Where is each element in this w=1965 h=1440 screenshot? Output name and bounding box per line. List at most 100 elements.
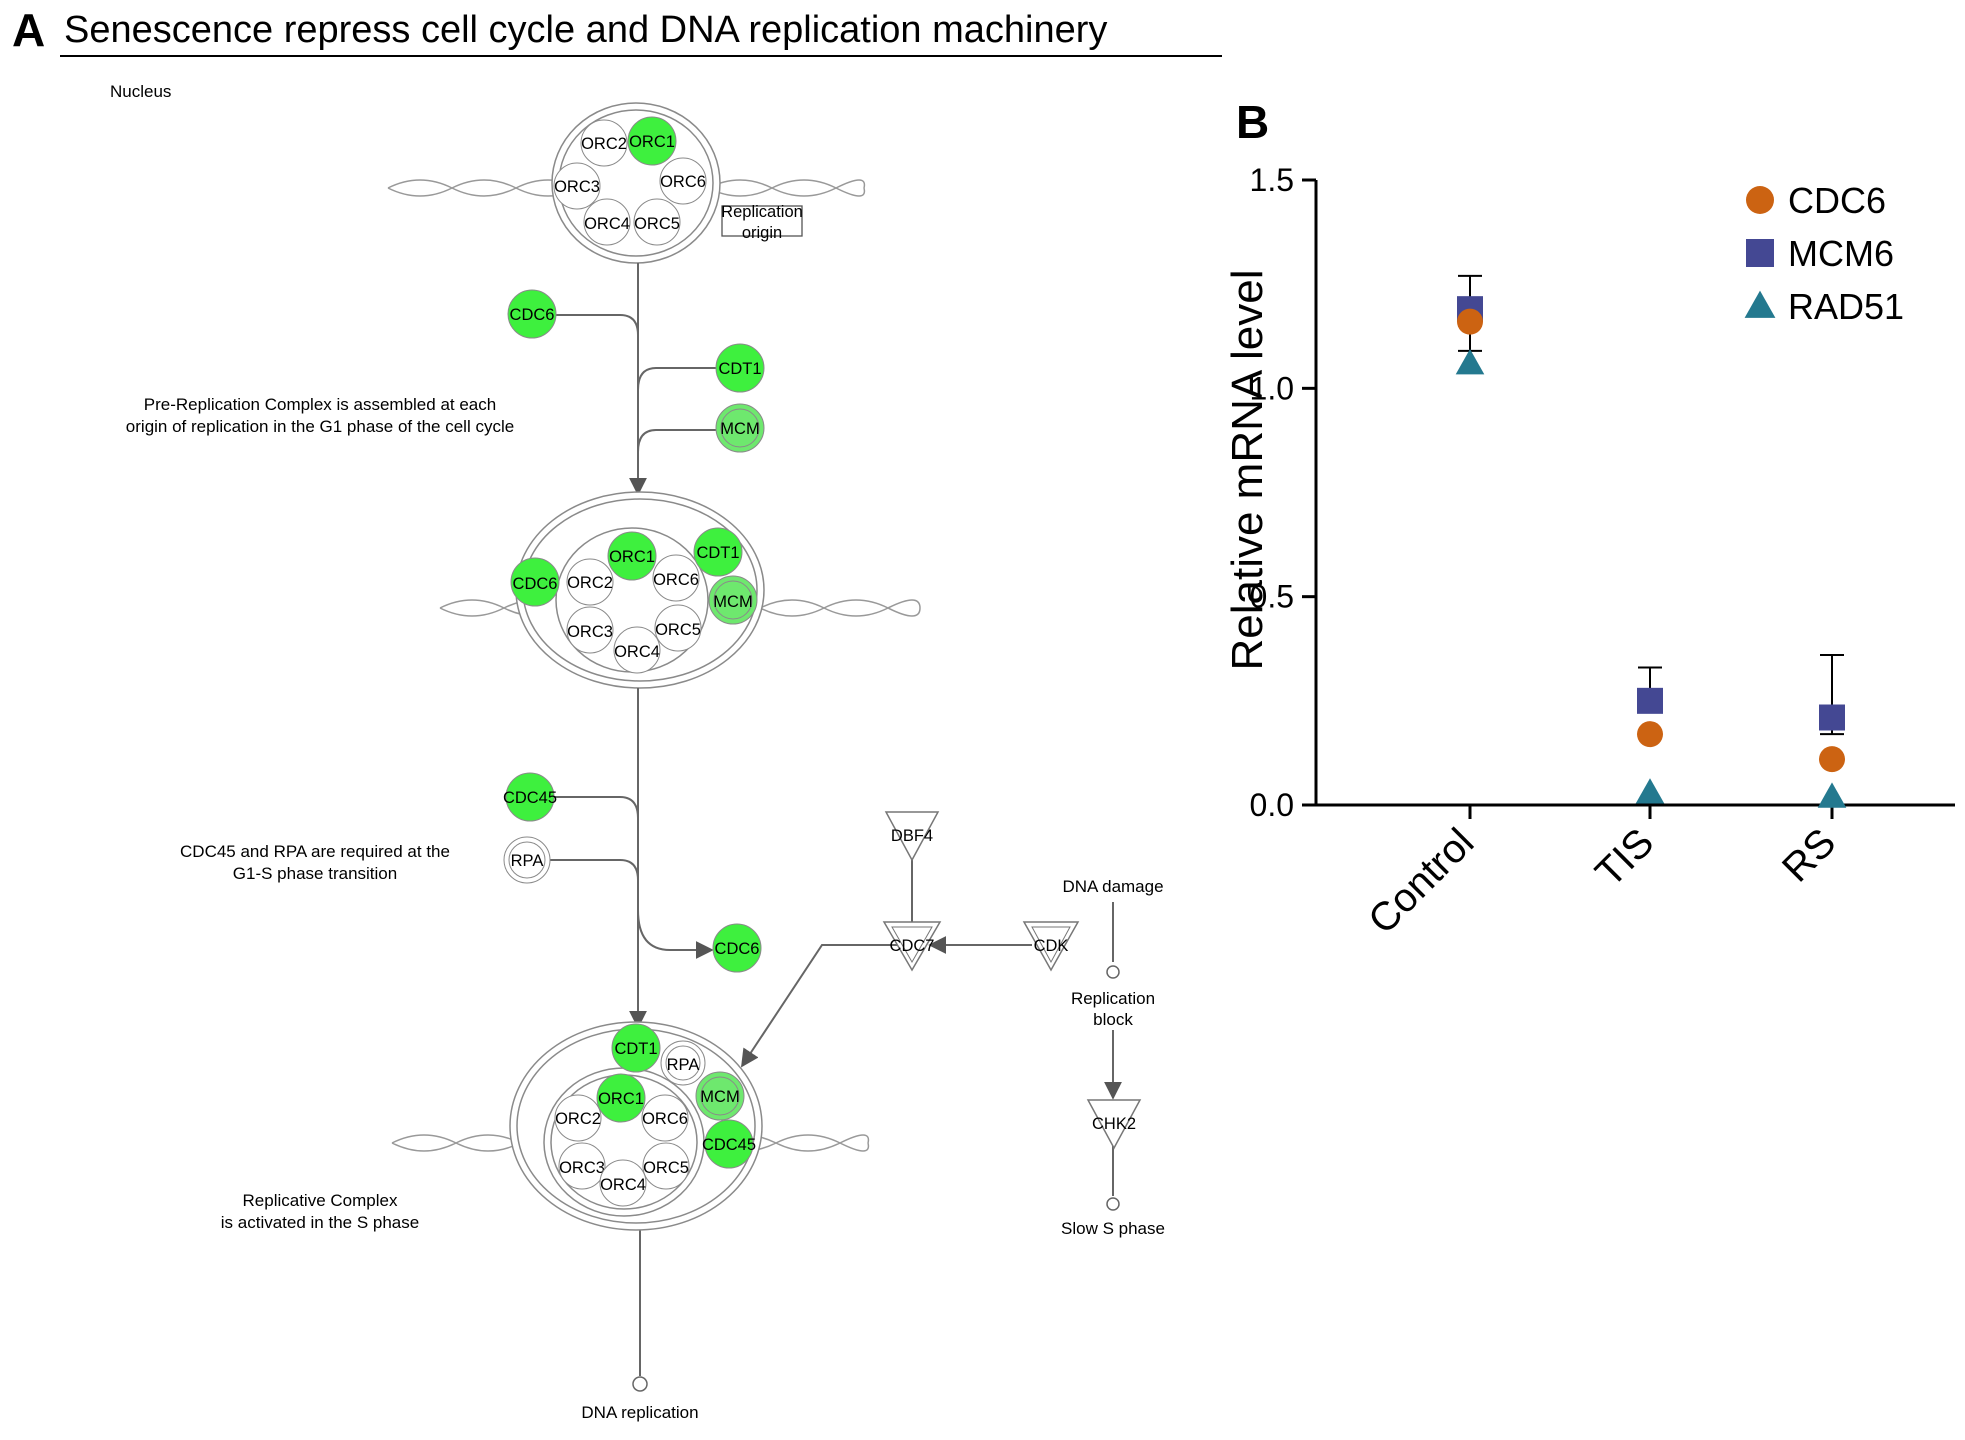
edge-rpa <box>550 859 639 881</box>
svg-text:ORC2: ORC2 <box>567 574 613 592</box>
node-cdc6-2[interactable]: CDC6 <box>510 557 560 607</box>
edge-cdc45 <box>554 796 639 819</box>
node-orc6[interactable]: ORC6 <box>659 157 707 205</box>
node-mcm-2[interactable]: MCM <box>708 575 758 625</box>
node-cdc45-1[interactable]: CDC45 <box>503 772 557 822</box>
node-cdc7[interactable]: CDC7 <box>882 921 942 972</box>
svg-text:ORC3: ORC3 <box>554 178 600 196</box>
edge-to-cdc6 <box>637 909 714 959</box>
node-dbf4[interactable]: DBF4 <box>884 811 940 862</box>
x-tick-label: Control <box>1360 820 1482 942</box>
node-orc4[interactable]: ORC4 <box>583 198 631 246</box>
legend-marker-mcm6 <box>1746 239 1774 267</box>
node-orc4-2[interactable]: ORC4 <box>613 626 661 674</box>
svg-text:ORC3: ORC3 <box>559 1159 605 1177</box>
node-orc6-2[interactable]: ORC6 <box>652 554 700 602</box>
svg-text:origin: origin <box>742 224 782 242</box>
node-cdt1-3[interactable]: CDT1 <box>611 1023 661 1073</box>
dna-replication-endpoint <box>632 1376 648 1392</box>
node-mcm-1[interactable]: MCM <box>715 403 765 453</box>
data-point-cdc6 <box>1457 308 1483 335</box>
panel-a-letter: A <box>12 4 45 56</box>
node-cdc6-1[interactable]: CDC6 <box>507 289 557 339</box>
node-orc5-2[interactable]: ORC5 <box>654 604 702 652</box>
node-orc6-3[interactable]: ORC6 <box>641 1094 689 1142</box>
data-point-cdc6 <box>1819 746 1845 773</box>
node-orc3[interactable]: ORC3 <box>553 162 601 210</box>
y-tick-label: 1.5 <box>1250 162 1294 198</box>
node-orc2-2[interactable]: ORC2 <box>566 558 614 606</box>
node-orc1[interactable]: ORC1 <box>627 116 677 166</box>
edge-mcm <box>637 429 718 453</box>
nucleus-label: Nucleus <box>110 82 171 101</box>
svg-text:ORC2: ORC2 <box>555 1110 601 1128</box>
svg-text:ORC4: ORC4 <box>614 643 660 661</box>
data-point-mcm6 <box>1819 704 1845 731</box>
node-orc1-2[interactable]: ORC1 <box>607 531 657 581</box>
origin-complex: ORC2 ORC1 ORC3 ORC6 ORC4 ORC5 <box>551 102 721 264</box>
replication-block-line1: Replication <box>1071 989 1155 1008</box>
svg-text:ORC5: ORC5 <box>655 621 701 639</box>
svg-text:ORC3: ORC3 <box>567 623 613 641</box>
svg-text:CHK2: CHK2 <box>1092 1115 1136 1133</box>
svg-text:ORC6: ORC6 <box>642 1110 688 1128</box>
node-mcm-3[interactable]: MCM <box>695 1071 745 1121</box>
g1s-text-line1: CDC45 and RPA are required at the <box>180 842 450 861</box>
svg-text:Replication: Replication <box>721 203 803 221</box>
y-tick-label: 0.5 <box>1250 579 1294 615</box>
y-tick-label: 0.0 <box>1250 787 1294 823</box>
node-chk2[interactable]: CHK2 <box>1086 1099 1142 1150</box>
node-orc5[interactable]: ORC5 <box>633 198 681 246</box>
svg-text:CDK: CDK <box>1034 937 1069 955</box>
edge-cdt1 <box>637 367 718 391</box>
svg-text:CDC6: CDC6 <box>513 575 558 593</box>
svg-text:ORC4: ORC4 <box>600 1176 646 1194</box>
slow-s-phase-label: Slow S phase <box>1061 1219 1165 1238</box>
panel-b: B Relative mRNA level 0.00.51.01.5Contro… <box>1223 96 1955 943</box>
svg-text:ORC1: ORC1 <box>598 1090 644 1108</box>
node-orc2-3[interactable]: ORC2 <box>554 1094 602 1142</box>
legend-marker-rad51 <box>1744 290 1776 318</box>
node-orc5-3[interactable]: ORC5 <box>642 1142 690 1190</box>
pre-rc-text-line2: origin of replication in the G1 phase of… <box>126 417 514 436</box>
rep-complex-text-line1: Replicative Complex <box>243 1191 398 1210</box>
dna-damage-label: DNA damage <box>1062 877 1163 896</box>
svg-text:ORC6: ORC6 <box>653 571 699 589</box>
node-rpa-1[interactable]: RPA <box>503 836 551 884</box>
replication-block-line2: block <box>1093 1010 1133 1029</box>
svg-text:DBF4: DBF4 <box>891 827 933 845</box>
edge-cdc7-to-complex <box>741 944 902 1068</box>
node-cdt1-1[interactable]: CDT1 <box>715 343 765 393</box>
node-cdk[interactable]: CDK <box>1022 921 1080 972</box>
svg-text:CDC45: CDC45 <box>702 1136 756 1154</box>
svg-text:RPA: RPA <box>511 852 544 870</box>
node-cdc6-3[interactable]: CDC6 <box>712 923 762 973</box>
svg-text:MCM: MCM <box>713 593 752 611</box>
svg-text:CDT1: CDT1 <box>718 360 761 378</box>
node-orc3-3[interactable]: ORC3 <box>558 1142 606 1190</box>
legend-label-rad51: RAD51 <box>1788 286 1904 327</box>
svg-text:CDC6: CDC6 <box>715 940 760 958</box>
svg-text:CDC7: CDC7 <box>890 937 935 955</box>
dna-damage-endpoint <box>1106 965 1120 979</box>
svg-text:ORC4: ORC4 <box>584 215 630 233</box>
node-cdc45-2[interactable]: CDC45 <box>702 1119 756 1169</box>
svg-text:MCM: MCM <box>720 420 759 438</box>
node-cdt1-2[interactable]: CDT1 <box>693 527 743 577</box>
g1s-text-line2: G1-S phase transition <box>233 864 397 883</box>
panel-b-letter: B <box>1236 96 1269 148</box>
node-orc1-3[interactable]: ORC1 <box>596 1073 646 1123</box>
node-orc3-2[interactable]: ORC3 <box>566 606 614 654</box>
data-point-rad51 <box>1455 349 1485 375</box>
edge-cdc6 <box>554 314 639 336</box>
node-rpa-2[interactable]: RPA <box>660 1040 706 1086</box>
x-tick-label: RS <box>1774 820 1844 890</box>
node-orc2[interactable]: ORC2 <box>580 119 628 167</box>
node-orc4-3[interactable]: ORC4 <box>599 1159 647 1207</box>
svg-text:ORC6: ORC6 <box>660 173 706 191</box>
pre-rc-complex: ORC2 ORC1 ORC6 ORC3 ORC5 ORC4 CDC6 CDT1 … <box>510 491 765 689</box>
svg-text:ORC1: ORC1 <box>609 548 655 566</box>
dna-replication-label: DNA replication <box>581 1403 698 1422</box>
